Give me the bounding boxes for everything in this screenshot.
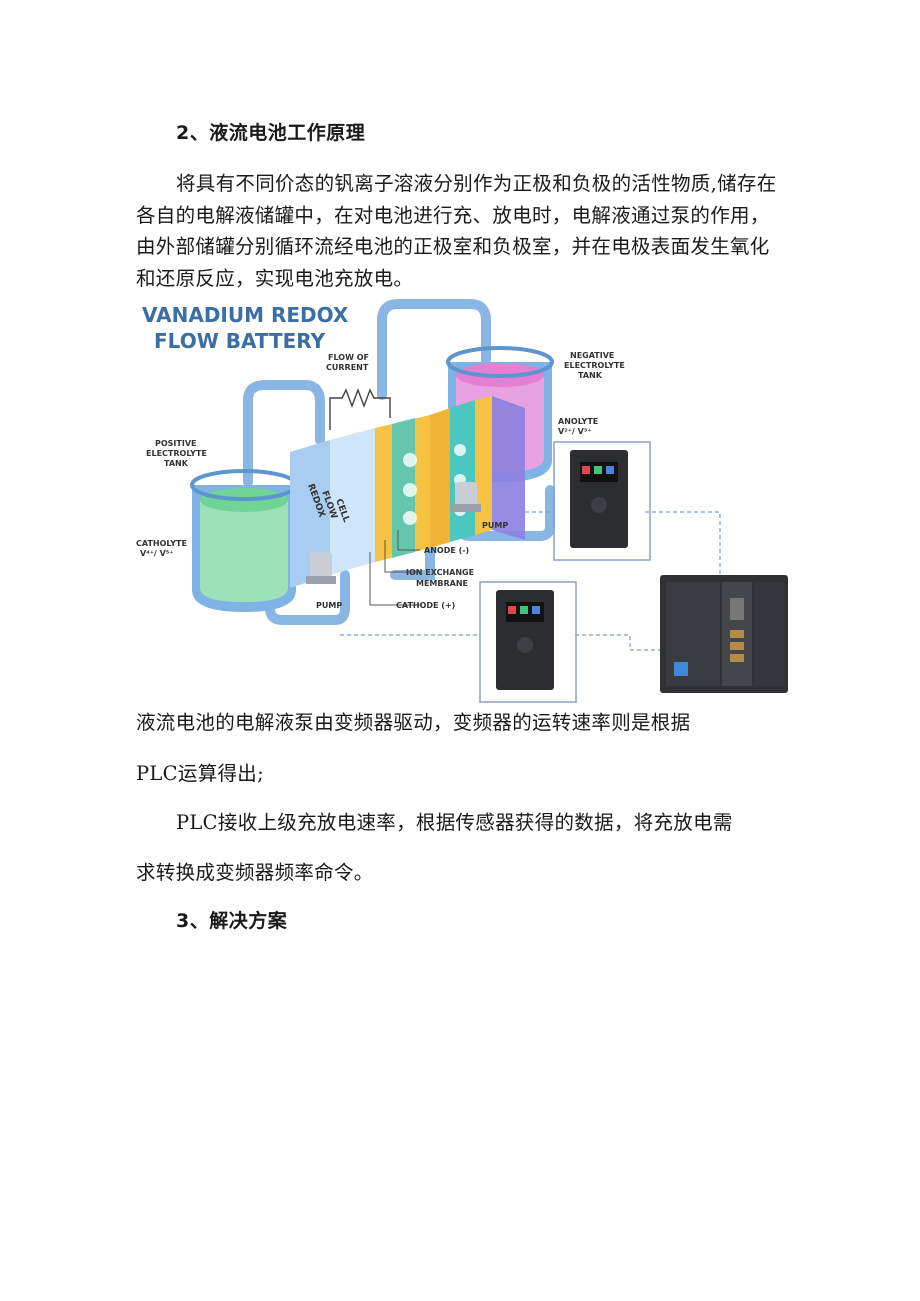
- section-3-heading: 3、解决方案: [176, 910, 288, 932]
- negative-tank-label-1: NEGATIVE: [570, 351, 614, 360]
- negative-tank-label-2: ELECTROLYTE: [564, 361, 625, 370]
- positive-tank-label-3: TANK: [164, 459, 189, 468]
- pump-left-label: PUMP: [316, 601, 342, 610]
- leader-lines: [369, 530, 420, 606]
- control-wiring: [340, 511, 721, 651]
- negative-tank-label-3: TANK: [578, 371, 603, 380]
- anolyte-ions-label: V²⁺/ V³⁺: [558, 427, 592, 436]
- body-line-2: PLC运算得出;: [136, 762, 264, 785]
- catholyte-ions-label: V⁴⁺/ V⁵⁺: [140, 549, 174, 558]
- catholyte-label: CATHOLYTE: [136, 539, 187, 548]
- current-resistor-icon: [329, 388, 391, 430]
- flow-of-current-label-2: CURRENT: [326, 363, 369, 372]
- anolyte-label: ANOLYTE: [558, 417, 598, 426]
- pump-left-icon: [306, 552, 336, 584]
- ion-exchange-label-2: MEMBRANE: [416, 579, 468, 588]
- plc-controller: [660, 575, 788, 693]
- positive-tank-label-1: POSITIVE: [155, 439, 197, 448]
- anode-label: ANODE (-): [424, 546, 469, 555]
- positive-electrolyte-tank: [190, 469, 298, 612]
- cathode-label: CATHODE (+): [396, 601, 455, 610]
- pump-right-label: PUMP: [482, 521, 508, 530]
- ion-exchange-label-1: ION EXCHANGE: [406, 568, 474, 577]
- diagram-title-line-1: VANADIUM REDOX: [142, 303, 349, 327]
- body-line-1: 液流电池的电解液泵由变频器驱动，变频器的运转速率则是根据: [136, 711, 691, 734]
- section-2-heading: 2、液流电池工作原理: [176, 122, 366, 144]
- frequency-inverter-bottom: [479, 581, 577, 703]
- body-line-4: 求转换成变频器频率命令。: [136, 861, 374, 884]
- pump-right-icon: [451, 482, 481, 512]
- diagram-title-line-2: FLOW BATTERY: [154, 329, 326, 353]
- redox-flow-cell: REDOX FLOW CELL: [290, 396, 525, 588]
- vanadium-redox-flow-battery-diagram: REDOX FLOW CELL: [130, 290, 790, 708]
- body-line-3: PLC接收上级充放电速率，根据传感器获得的数据，将充放电需: [176, 811, 733, 834]
- frequency-inverter-top: [553, 441, 651, 561]
- section-2-paragraph: 将具有不同价态的钒离子溶液分别作为正极和负极的活性物质,储存在各自的电解液储罐中…: [136, 172, 777, 290]
- flow-of-current-label-1: FLOW OF: [328, 353, 369, 362]
- positive-tank-label-2: ELECTROLYTE: [146, 449, 207, 458]
